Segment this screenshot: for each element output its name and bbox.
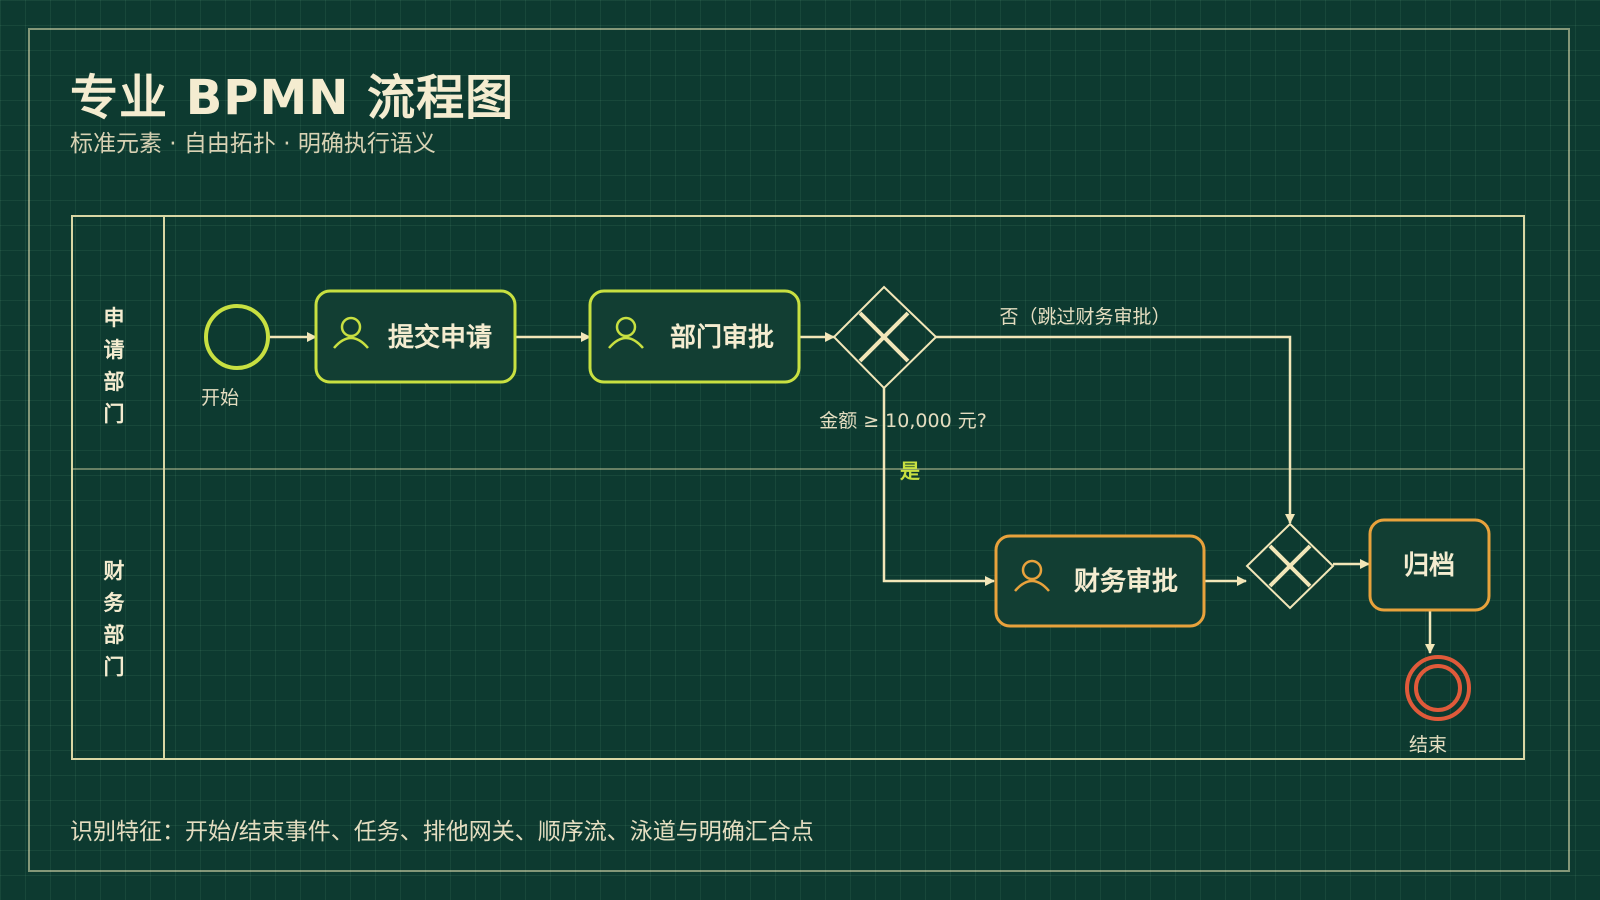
gateway-merge-diamond	[1245, 522, 1335, 610]
exclusive-gateway-merge[interactable]	[1245, 522, 1335, 610]
task-submit[interactable]: 提交申请	[314, 289, 517, 384]
lane-applicant-char: 门	[104, 402, 125, 426]
flow-yes-branch	[882, 388, 995, 586]
lane-finance-char: 务	[104, 591, 126, 615]
end-event[interactable]	[1405, 655, 1471, 721]
page-title: 专业 BPMN 流程图	[70, 70, 515, 126]
lane-applicant-label: 申 请 部 门	[104, 306, 125, 426]
task-dept-approve-box	[588, 289, 801, 384]
task-finance-approve-box	[994, 534, 1206, 628]
end-event-inner-circle	[1414, 664, 1462, 712]
footnote: 识别特征：开始/结束事件、任务、排他网关、顺序流、泳道与明确汇合点	[70, 819, 814, 845]
pool	[71, 215, 1525, 760]
task-dept-approve[interactable]: 部门审批	[588, 289, 801, 384]
user-icon	[333, 316, 369, 349]
task-finance-approve-label: 财务审批	[1074, 566, 1178, 597]
task-submit-label: 提交申请	[388, 322, 492, 353]
page-subtitle: 标准元素 · 自由拓扑 · 明确执行语义	[70, 131, 436, 157]
lane-applicant-char: 请	[104, 338, 125, 362]
task-dept-approve-label: 部门审批	[670, 322, 774, 353]
lane-finance-label: 财 务 部 门	[104, 559, 126, 679]
gateway-no-label: 否（跳过财务审批）	[999, 306, 1170, 328]
gateway-condition-label: 金额 ≥ 10,000 元?	[819, 410, 987, 432]
task-finance-approve[interactable]: 财务审批	[994, 534, 1206, 628]
lane-finance-char: 门	[104, 655, 125, 679]
flow-no-branch	[936, 335, 1295, 524]
end-event-outer-circle	[1405, 655, 1471, 721]
gateway-yes-label: 是	[899, 459, 920, 483]
lane-finance-char: 部	[104, 623, 125, 647]
pool-border	[71, 215, 1525, 760]
task-submit-box	[314, 289, 517, 384]
end-event-label: 结束	[1409, 734, 1447, 756]
sequence-flows	[269, 332, 1435, 654]
task-archive[interactable]: 归档	[1368, 518, 1491, 612]
start-event[interactable]	[204, 304, 270, 370]
exclusive-gateway-split[interactable]	[832, 285, 938, 390]
user-icon	[1014, 559, 1050, 592]
lane-finance-char: 财	[104, 559, 125, 583]
start-event-label: 开始	[201, 387, 239, 409]
gateway-x-icon	[858, 311, 910, 363]
outer-frame	[28, 28, 1570, 872]
task-archive-label: 归档	[1403, 551, 1455, 581]
task-archive-box	[1368, 518, 1491, 612]
lane-applicant-char: 部	[104, 370, 125, 394]
user-icon	[608, 316, 644, 349]
lane-applicant-char: 申	[104, 306, 125, 330]
start-event-circle	[204, 304, 270, 370]
gateway-split-diamond	[832, 285, 938, 390]
gateway-x-icon	[1268, 544, 1312, 588]
